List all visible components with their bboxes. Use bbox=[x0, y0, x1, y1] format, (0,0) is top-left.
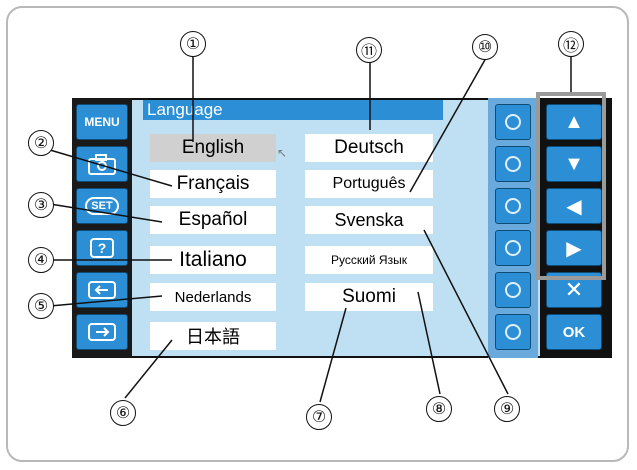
circle-icon bbox=[505, 282, 521, 298]
language-label: Español bbox=[178, 209, 248, 230]
ok-button[interactable]: OK bbox=[546, 314, 602, 350]
close-icon: ✕ bbox=[564, 277, 584, 302]
callout-12: ⑫ bbox=[558, 31, 584, 57]
arrow-up-icon: ▲ bbox=[564, 110, 584, 133]
language-russian[interactable]: Русский Язык bbox=[305, 246, 433, 274]
language-label: Deutsch bbox=[334, 137, 404, 158]
language-svenska[interactable]: Svenska bbox=[305, 206, 433, 234]
exit-icon bbox=[88, 323, 116, 341]
callout-2: ② bbox=[28, 130, 54, 156]
circle-icon bbox=[505, 240, 521, 256]
language-label: Nederlands bbox=[174, 288, 252, 306]
arrow-down-icon: ▼ bbox=[564, 152, 584, 175]
left-button[interactable]: ◀ bbox=[546, 188, 602, 224]
callout-9: ⑨ bbox=[494, 396, 520, 422]
callout-5: ⑤ bbox=[28, 293, 54, 319]
exit-button[interactable] bbox=[76, 314, 128, 350]
language-label: Русский Язык bbox=[331, 253, 407, 267]
select-button-1[interactable] bbox=[495, 104, 531, 140]
callout-3: ③ bbox=[28, 192, 54, 218]
back-button[interactable] bbox=[76, 272, 128, 308]
language-label: Italiano bbox=[179, 248, 247, 271]
cursor-icon: ↖ bbox=[277, 146, 288, 160]
language-label: English bbox=[181, 137, 245, 158]
select-button-4[interactable] bbox=[495, 230, 531, 266]
language-italiano[interactable]: Italiano bbox=[150, 246, 276, 274]
language-deutsch[interactable]: Deutsch bbox=[305, 134, 433, 162]
select-button-2[interactable] bbox=[495, 146, 531, 182]
ok-button-label: OK bbox=[562, 323, 586, 341]
circle-icon bbox=[505, 198, 521, 214]
select-button-6[interactable] bbox=[495, 314, 531, 350]
camera-icon bbox=[88, 154, 116, 175]
select-button-3[interactable] bbox=[495, 188, 531, 224]
up-button[interactable]: ▲ bbox=[546, 104, 602, 140]
help-button[interactable]: ? bbox=[76, 230, 128, 266]
down-button[interactable]: ▼ bbox=[546, 146, 602, 182]
arrow-left-icon: ◀ bbox=[566, 195, 582, 218]
callout-10: ⑩ bbox=[472, 34, 498, 60]
callout-7: ⑦ bbox=[306, 404, 332, 430]
language-label: Svenska bbox=[334, 209, 404, 230]
language-label: Português bbox=[332, 175, 406, 192]
circle-icon bbox=[505, 156, 521, 172]
help-icon: ? bbox=[89, 238, 115, 258]
language-english[interactable]: English bbox=[150, 134, 276, 162]
circle-icon bbox=[505, 114, 521, 130]
language-nederlands[interactable]: Nederlands bbox=[150, 283, 276, 311]
callout-11: ⑪ bbox=[356, 37, 382, 63]
help-button-label: ? bbox=[97, 240, 107, 256]
right-button[interactable]: ▶ bbox=[546, 230, 602, 266]
menu-button-label: MENU bbox=[84, 115, 120, 129]
language-espanol[interactable]: Español bbox=[150, 206, 276, 234]
navigation-highlight-box bbox=[536, 92, 606, 280]
callout-8: ⑧ bbox=[426, 396, 452, 422]
select-button-5[interactable] bbox=[495, 272, 531, 308]
language-francais[interactable]: Français bbox=[150, 170, 276, 198]
circle-icon bbox=[505, 324, 521, 340]
set-icon: SET bbox=[85, 197, 119, 215]
language-label: 日本語 bbox=[186, 327, 240, 347]
callout-1: ① bbox=[180, 31, 206, 57]
return-icon bbox=[88, 281, 116, 299]
callout-4: ④ bbox=[28, 247, 54, 273]
language-suomi[interactable]: Suomi bbox=[305, 283, 433, 311]
callout-6: ⑥ bbox=[110, 400, 136, 426]
language-japanese[interactable]: 日本語 bbox=[150, 322, 276, 350]
camera-button[interactable] bbox=[76, 146, 128, 182]
set-button[interactable]: SET bbox=[76, 188, 128, 224]
screen-title: Language bbox=[143, 100, 443, 120]
menu-button[interactable]: MENU bbox=[76, 104, 128, 140]
arrow-right-icon: ▶ bbox=[566, 237, 582, 260]
language-label: Suomi bbox=[342, 286, 396, 307]
language-label: Français bbox=[176, 173, 250, 194]
set-button-label: SET bbox=[91, 200, 113, 212]
language-portugues[interactable]: Português bbox=[305, 170, 433, 198]
